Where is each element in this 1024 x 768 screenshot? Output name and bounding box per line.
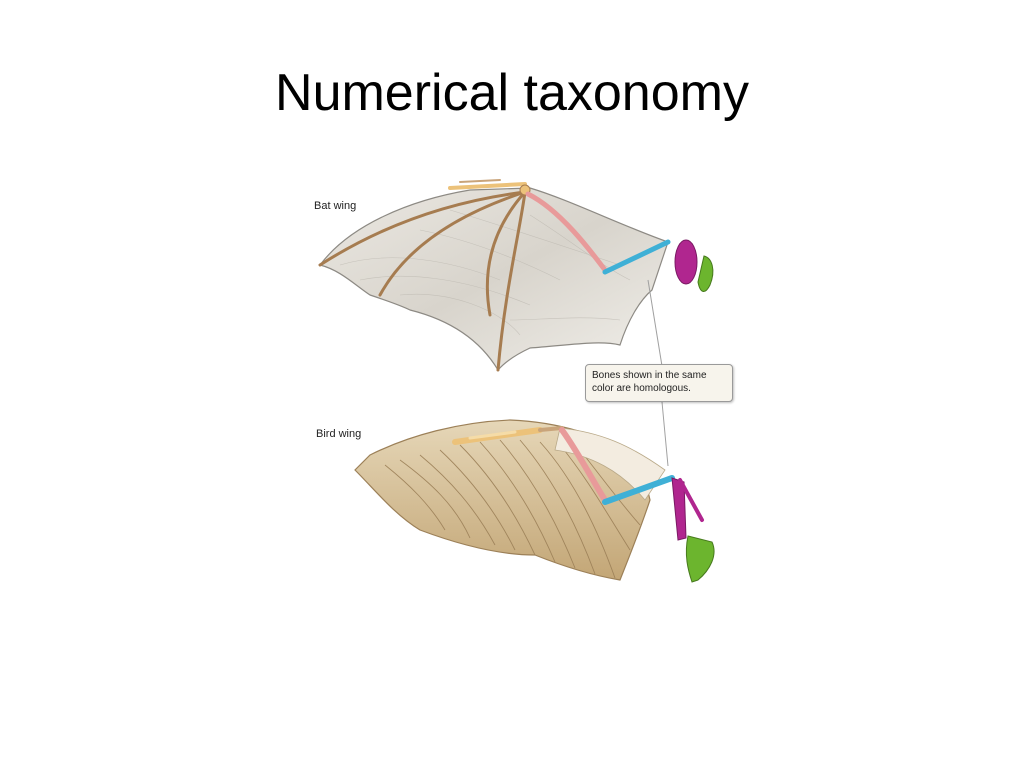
wing-illustration xyxy=(318,179,715,583)
slide-title: Numerical taxonomy xyxy=(275,64,749,122)
bat-humerus xyxy=(602,239,671,275)
bat-digit-bones xyxy=(318,190,527,372)
bat-coracoid xyxy=(697,255,714,292)
bat-radius-ulna xyxy=(525,191,608,273)
bird-radius-ulna xyxy=(559,427,608,503)
bird-wing-label: Bird wing xyxy=(316,428,362,440)
bat-wing xyxy=(318,179,714,372)
bird-wing xyxy=(354,419,715,583)
homology-figure: Bat wing Bird wing Bones shown in the sa… xyxy=(300,170,740,600)
bird-carpals xyxy=(452,426,564,445)
homology-callout: Bones shown in the same color are homolo… xyxy=(585,364,733,402)
bat-wing-membrane xyxy=(318,187,669,372)
bird-wing-feathers xyxy=(354,419,651,581)
callout-pointers xyxy=(647,279,669,467)
bat-wing-label: Bat wing xyxy=(314,200,357,212)
bird-humerus xyxy=(602,475,675,505)
feather-lines xyxy=(384,439,641,579)
bird-coracoid xyxy=(685,535,715,583)
bat-carpals xyxy=(448,179,531,196)
bat-scapula xyxy=(674,239,698,285)
